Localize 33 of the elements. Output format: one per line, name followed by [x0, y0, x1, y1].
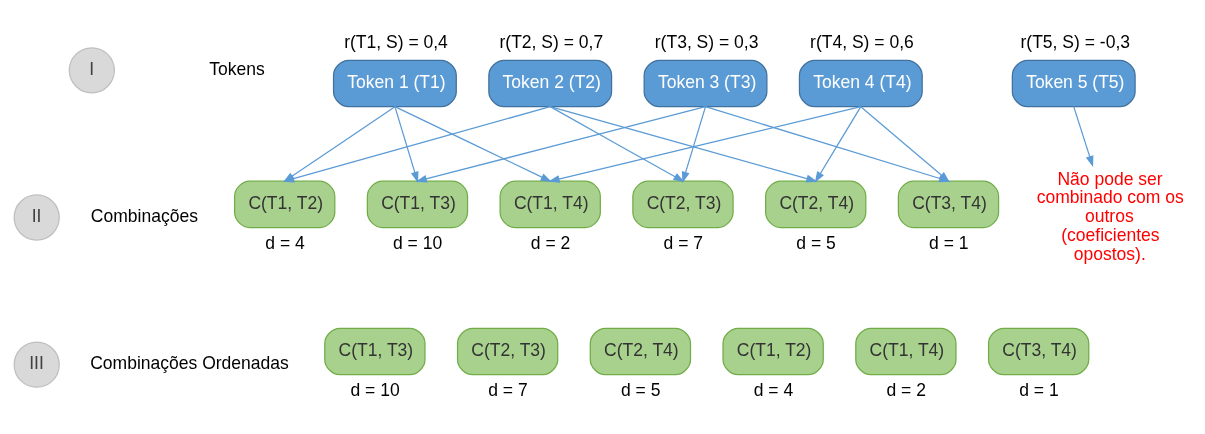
node-label: d = 7 — [488, 379, 528, 400]
node-label: d = 5 — [796, 232, 836, 253]
arrow — [549, 105, 685, 182]
node-label: d = 2 — [530, 232, 571, 253]
node-label: r(T4, S) = 0,6 — [810, 31, 914, 52]
node-label: d = 5 — [620, 379, 661, 400]
node-label: d = 1 — [1019, 379, 1059, 400]
arrow — [548, 105, 862, 183]
node-circle: I — [68, 46, 115, 93]
node-label: d = 4 — [753, 379, 794, 400]
label: Tokens — [209, 58, 265, 79]
node-circle: III — [13, 341, 60, 388]
arrow — [549, 105, 818, 182]
node-label: d = 2 — [886, 379, 926, 400]
node-circle: II — [13, 193, 60, 241]
arrow — [394, 105, 552, 182]
node-label: r(T1, S) = 0,4 — [344, 31, 448, 52]
node-label: d = 4 — [265, 232, 305, 253]
node-label: d = 10 — [393, 232, 443, 253]
arrow — [1073, 105, 1094, 167]
node-text: Não pode ser combinado com os outros (coeficientes opostos). — [1036, 168, 1184, 264]
node-label: r(T5, S) = -0,3 — [1020, 31, 1130, 52]
node-label: d = 7 — [663, 232, 704, 253]
node-label: r(T2, S) = 0,7 — [499, 31, 604, 52]
arrow — [681, 105, 707, 183]
node-label: r(T3, S) = 0,3 — [654, 31, 759, 52]
arrow — [415, 105, 707, 183]
node-label: d = 10 — [350, 379, 400, 400]
arrow — [394, 105, 419, 183]
label: Combinações Ordenadas — [90, 352, 289, 373]
label: Combinações — [90, 205, 198, 226]
arrow — [814, 105, 862, 183]
node-label: d = 1 — [929, 232, 969, 253]
